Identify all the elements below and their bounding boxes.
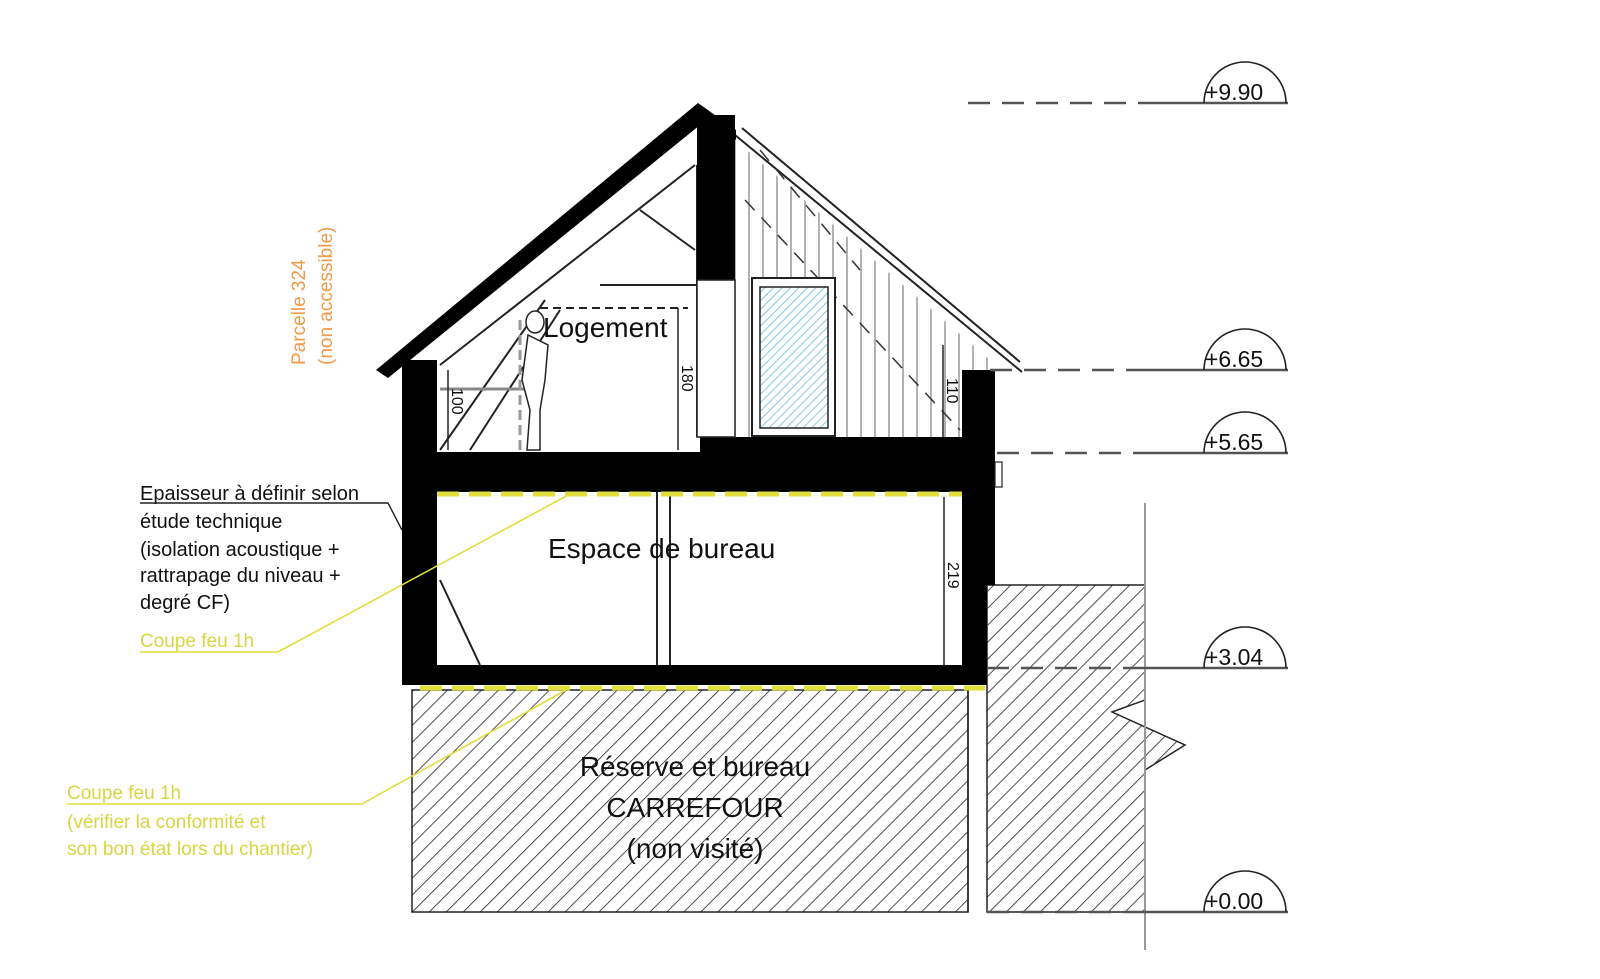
human-figure-icon xyxy=(521,310,549,451)
level-marker: +3.04 xyxy=(987,626,1288,670)
note-coupe-feu-upper: Coupe feu 1h xyxy=(140,631,254,652)
level-arc-icon xyxy=(1203,870,1287,913)
level-markers: +9.90 +6.65 +5.65 +3.04 +0.00 xyxy=(968,61,1288,914)
stair-line xyxy=(439,579,481,666)
level-arc-icon xyxy=(1203,626,1287,669)
dim-180: 180 xyxy=(678,365,695,392)
level-label: +6.65 xyxy=(1205,346,1263,372)
room-label-bureau: Espace de bureau xyxy=(548,533,775,564)
level-arc-icon xyxy=(1203,61,1287,104)
room-label-reserve-3: (non visité) xyxy=(627,833,764,864)
level-marker: +0.00 xyxy=(987,870,1288,914)
note-epaisseur-5: degré CF) xyxy=(140,592,230,614)
note-coupe-feu-lower-3: son bon état lors du chantier) xyxy=(67,839,313,860)
wall-detail xyxy=(994,461,1003,488)
window-glass xyxy=(759,286,829,429)
level-arc-icon xyxy=(1203,328,1287,371)
neighbour-ground-hatch xyxy=(986,584,1187,913)
leader-coupe-feu-lower xyxy=(67,689,567,805)
leader-epaisseur xyxy=(140,502,403,531)
roof-structure-dashed xyxy=(744,149,961,431)
level-label: +9.90 xyxy=(1205,79,1263,105)
note-epaisseur-2: étude technique xyxy=(140,511,282,533)
level-label: +0.00 xyxy=(1205,888,1263,914)
note-epaisseur-1: Epaisseur à définir selon xyxy=(140,483,359,505)
note-epaisseur-4: rattrapage du niveau + xyxy=(140,565,341,587)
room-label-reserve-2: CARREFOUR xyxy=(606,792,783,823)
room-label-reserve-1: Réserve et bureau xyxy=(580,751,810,782)
structural-walls xyxy=(376,103,995,685)
roof-right-line xyxy=(734,134,1023,373)
dim-219: 219 xyxy=(944,562,961,589)
room-label-logement: Logement xyxy=(543,312,668,343)
parcel-label: Parcelle 324 xyxy=(289,259,310,365)
note-epaisseur-3: (isolation acoustique + xyxy=(140,539,340,561)
level-marker: +5.65 xyxy=(997,411,1288,455)
level-marker: +6.65 xyxy=(990,328,1288,372)
roof-right-line-outer xyxy=(741,127,1021,363)
lower-hatch-block xyxy=(411,689,969,913)
level-arc-icon xyxy=(1203,411,1287,454)
level-marker: +9.90 xyxy=(968,61,1288,105)
note-coupe-feu-lower: Coupe feu 1h xyxy=(67,783,181,804)
dim-110: 110 xyxy=(943,378,960,404)
chimney-opening xyxy=(696,279,736,438)
note-coupe-feu-lower-2: (vérifier la conformité et xyxy=(67,812,266,833)
leader-coupe-feu-upper xyxy=(140,493,571,653)
level-label: +3.04 xyxy=(1205,644,1263,670)
dim-100: 100 xyxy=(448,388,465,415)
parcel-label-note: (non accessible) xyxy=(316,227,337,365)
dimension-lines xyxy=(447,308,945,665)
level-label: +5.65 xyxy=(1205,429,1263,455)
